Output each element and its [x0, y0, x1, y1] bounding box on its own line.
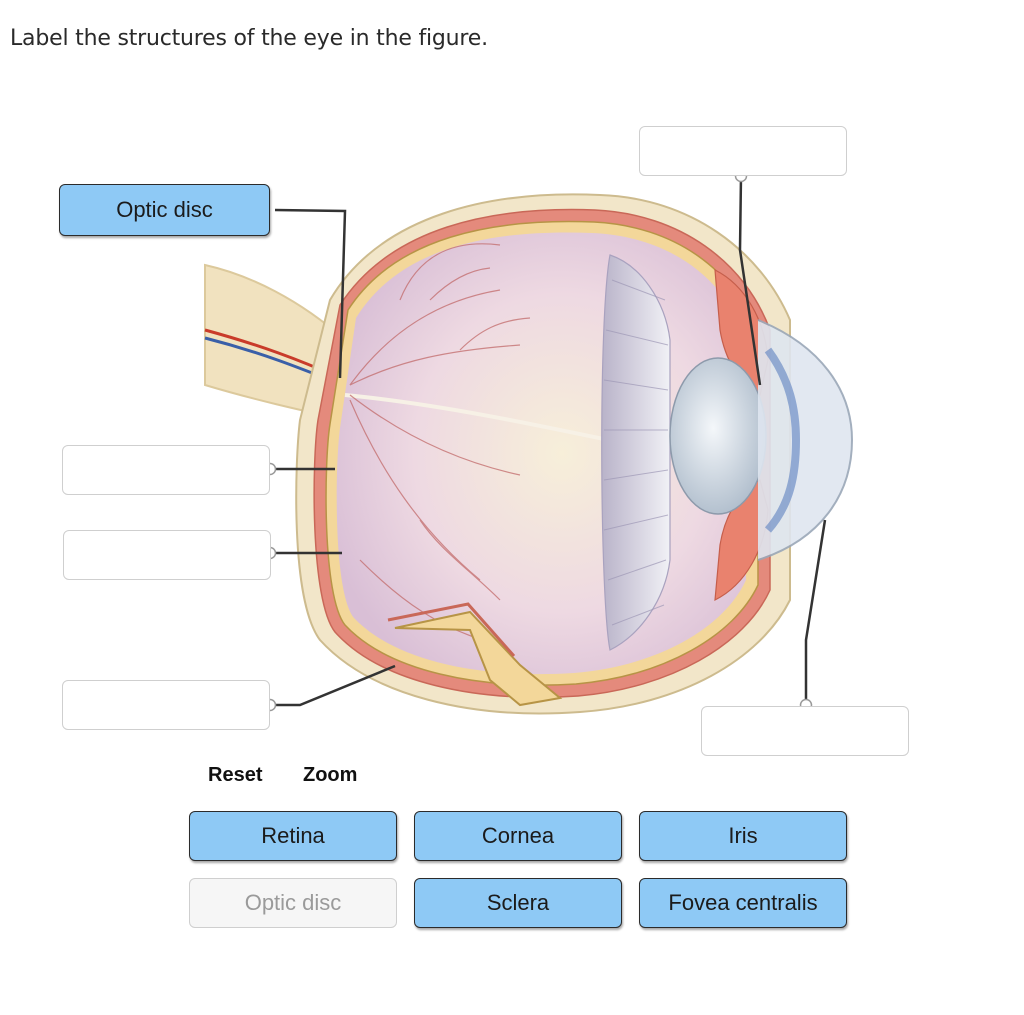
drop-zone-left-bottom[interactable] — [62, 680, 270, 730]
reset-button[interactable]: Reset — [208, 764, 262, 787]
drop-zone-left-middle-2[interactable] — [63, 530, 271, 580]
lens — [670, 358, 766, 514]
drop-zone-bottom-right[interactable] — [701, 706, 909, 756]
word-chip-optic-disc-used: Optic disc — [189, 878, 397, 928]
zoom-button[interactable]: Zoom — [303, 764, 357, 787]
cornea — [758, 320, 852, 560]
drop-zone-left-middle-1[interactable] — [62, 445, 270, 495]
word-chip-sclera[interactable]: Sclera — [414, 878, 622, 928]
drop-zone-optic-disc[interactable]: Optic disc — [59, 184, 270, 236]
word-chip-iris[interactable]: Iris — [639, 811, 847, 861]
drop-zone-top-right[interactable] — [639, 126, 847, 176]
eye-diagram — [0, 0, 1024, 770]
ciliary-body — [602, 255, 670, 650]
word-chip-cornea[interactable]: Cornea — [414, 811, 622, 861]
word-chip-retina[interactable]: Retina — [189, 811, 397, 861]
word-chip-fovea-centralis[interactable]: Fovea centralis — [639, 878, 847, 928]
